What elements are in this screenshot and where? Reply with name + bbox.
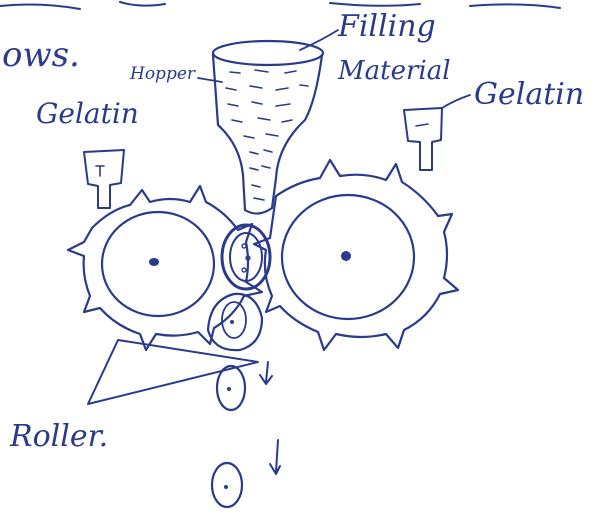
filling-label-line2: Material bbox=[338, 58, 451, 84]
filling-material-fill bbox=[226, 70, 308, 200]
stray-text-stroke bbox=[0, 2, 560, 9]
hopper-leader-line bbox=[198, 78, 222, 82]
hopper-label: Hopper bbox=[130, 66, 195, 83]
right-roller bbox=[254, 160, 458, 350]
capsule-3 bbox=[212, 440, 280, 507]
header-fragment: ows. bbox=[2, 38, 80, 72]
filling-leader-line bbox=[300, 30, 338, 50]
down-arrow-icon bbox=[260, 362, 272, 384]
down-arrow-icon bbox=[270, 440, 280, 474]
filling-label-line1: Filling bbox=[338, 12, 436, 42]
capsule-1 bbox=[208, 294, 262, 350]
gelatin-right-leader-line bbox=[442, 95, 470, 108]
gelatin-right-container bbox=[404, 108, 442, 170]
roller-label: Roller. bbox=[10, 422, 108, 452]
left-roller-axle bbox=[149, 258, 159, 266]
right-roller-axle bbox=[341, 251, 351, 261]
gelatin-left-container bbox=[84, 150, 124, 208]
gelatin-left-label: Gelatin bbox=[36, 100, 139, 128]
hopper bbox=[213, 41, 323, 214]
left-roller bbox=[68, 186, 262, 350]
gelatin-right-label: Gelatin bbox=[474, 80, 584, 110]
